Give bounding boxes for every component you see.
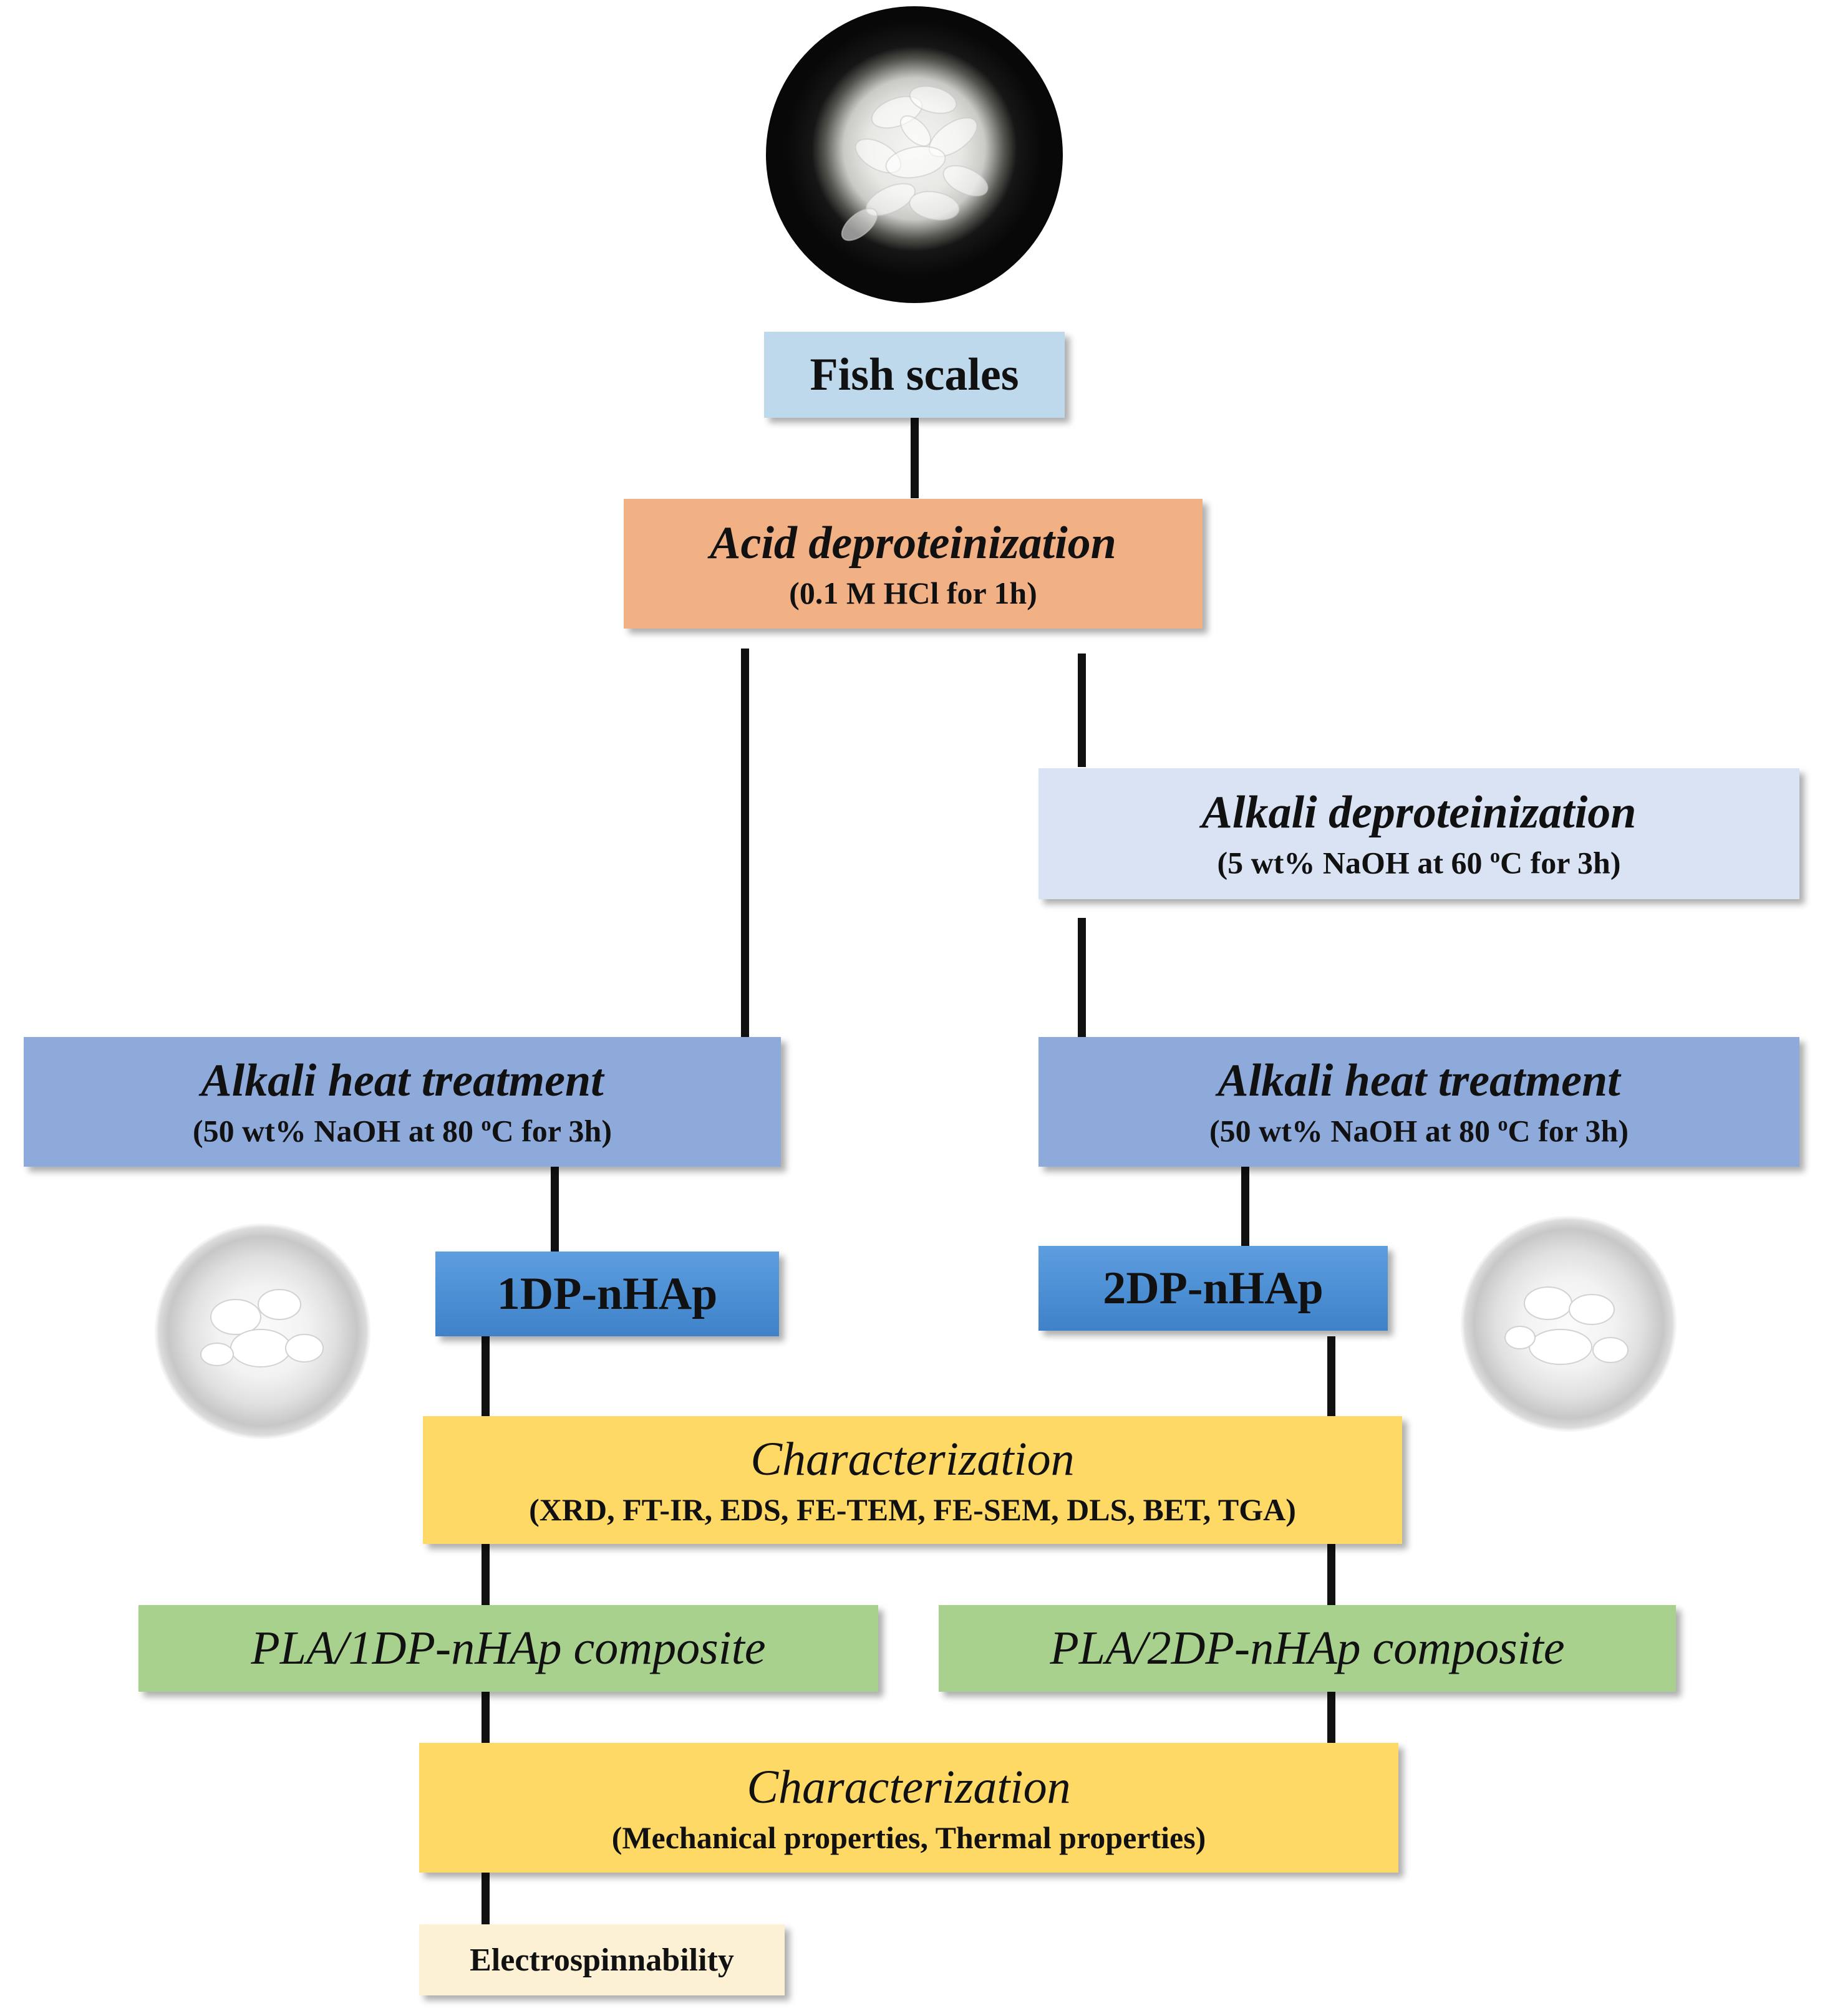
connector-pla2-char2 xyxy=(1327,1692,1335,1743)
pla-1dp-composite-box: PLA/1DP-nHAp composite xyxy=(138,1605,878,1692)
alkali-deproteinization-conditions: (5 wt% NaOH at 60 oC for 3h) xyxy=(1217,844,1621,880)
characterization-2-properties: (Mechanical properties, Thermal properti… xyxy=(611,1820,1206,1855)
characterization-1-methods: (XRD, FT-IR, EDS, FE-TEM, FE-SEM, DLS, B… xyxy=(529,1492,1296,1527)
connector-alkali-heat-right xyxy=(1078,918,1086,1037)
heat-treatment-right-title: Alkali heat treatment xyxy=(1217,1055,1620,1107)
heat-treatment-left-title: Alkali heat treatment xyxy=(201,1055,604,1107)
pla-2dp-composite-box: PLA/2DP-nHAp composite xyxy=(939,1605,1676,1692)
powder-1dp-texture xyxy=(200,1289,324,1367)
connector-acid-heat-left xyxy=(741,649,749,1037)
acid-deproteinization-title: Acid deproteinization xyxy=(710,517,1116,569)
connector-char2-electro xyxy=(482,1873,490,1924)
connector-heat-right-nhap2 xyxy=(1241,1167,1249,1246)
heat-treatment-right-box: Alkali heat treatment (50 wt% NaOH at 80… xyxy=(1038,1037,1799,1167)
nhap-2dp-box: 2DP-nHAp xyxy=(1038,1246,1388,1331)
connector-nhap1-char1 xyxy=(482,1336,490,1416)
acid-deproteinization-conditions: (0.1 M HCl for 1h) xyxy=(789,575,1037,610)
characterization-2-box: Characterization (Mechanical properties,… xyxy=(419,1743,1398,1873)
heat-treatment-right-conditions: (50 wt% NaOH at 80 oC for 3h) xyxy=(1209,1112,1629,1149)
heat-treatment-left-box: Alkali heat treatment (50 wt% NaOH at 80… xyxy=(24,1037,781,1167)
electrospinnability-label: Electrospinnability xyxy=(470,1942,734,1978)
connector-fish-acid xyxy=(911,417,919,498)
pla-2dp-composite-label: PLA/2DP-nHAp composite xyxy=(1050,1622,1565,1674)
connector-heat-left-nhap1 xyxy=(551,1167,559,1252)
nhap-1dp-label: 1DP-nHAp xyxy=(496,1268,718,1319)
powder-1dp-photo xyxy=(155,1223,370,1439)
characterization-1-title: Characterization xyxy=(750,1433,1075,1485)
alkali-deproteinization-title: Alkali deproteinization xyxy=(1201,787,1637,839)
characterization-2-title: Characterization xyxy=(747,1760,1071,1813)
alkali-deproteinization-box: Alkali deproteinization (5 wt% NaOH at 6… xyxy=(1038,768,1799,899)
electrospinnability-box: Electrospinnability xyxy=(419,1924,785,1995)
fish-scales-box: Fish scales xyxy=(764,332,1065,418)
heat-treatment-left-conditions: (50 wt% NaOH at 80 oC for 3h) xyxy=(193,1112,612,1149)
connector-pla1-char2 xyxy=(482,1692,490,1743)
pla-1dp-composite-label: PLA/1DP-nHAp composite xyxy=(251,1622,766,1674)
nhap-1dp-box: 1DP-nHAp xyxy=(435,1252,779,1336)
acid-deproteinization-box: Acid deproteinization (0.1 M HCl for 1h) xyxy=(624,499,1203,629)
nhap-2dp-label: 2DP-nHAp xyxy=(1103,1262,1324,1314)
powder-2dp-photo xyxy=(1461,1216,1677,1432)
fish-scales-texture xyxy=(841,85,989,241)
connector-acid-alkali xyxy=(1078,654,1086,767)
fish-scales-photo xyxy=(766,6,1063,303)
connector-nhap2-char1 xyxy=(1327,1336,1335,1416)
connector-char1-pla1 xyxy=(482,1544,490,1605)
fish-scales-label: Fish scales xyxy=(810,349,1019,400)
powder-2dp-texture xyxy=(1504,1286,1629,1365)
connector-char1-pla2 xyxy=(1327,1544,1335,1605)
characterization-1-box: Characterization (XRD, FT-IR, EDS, FE-TE… xyxy=(423,1416,1402,1544)
